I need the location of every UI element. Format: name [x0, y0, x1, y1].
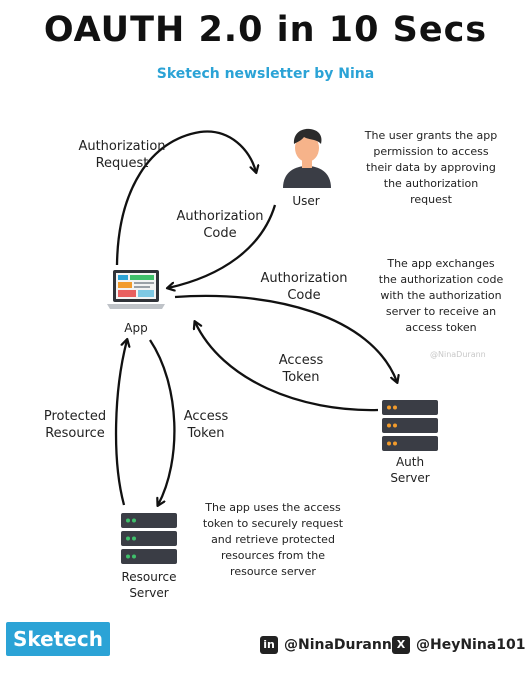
edge-label-line: Code — [287, 288, 321, 303]
resource-server-line-2: Server — [129, 586, 169, 600]
linkedin-icon: in — [260, 636, 278, 654]
node-auth-server-label: Auth Server — [370, 454, 450, 486]
note-line: The app uses the access — [205, 501, 341, 514]
resource-server-line-1: Resource — [121, 570, 177, 584]
user-icon — [283, 128, 331, 188]
note-line: permission to access — [373, 145, 489, 158]
linkedin-text: @NinaDurann — [284, 637, 392, 653]
resource-server-icon — [121, 513, 177, 564]
arrow-authorization-request — [115, 130, 256, 266]
x-handle[interactable]: X @HeyNina101 — [392, 636, 526, 654]
node-user-label: User — [292, 194, 320, 208]
note-line: request — [410, 193, 452, 206]
node-resource-server-label: Resource Server — [109, 569, 189, 601]
note-user: The user grants the app permission to ac… — [346, 128, 516, 208]
note-line: token to securely request — [202, 517, 344, 530]
note-auth-server: The app exchanges the authorization code… — [356, 256, 526, 336]
edge-protected-resource-label: Protected Resource — [30, 408, 120, 442]
edge-label-line: Authorization — [78, 139, 166, 154]
laptop-icon — [107, 270, 165, 309]
edge-label-line: Request — [95, 156, 149, 171]
note-line: server to receive an — [385, 305, 497, 318]
node-app-label: App — [124, 321, 148, 335]
edge-access-token-auth-label: Access Token — [256, 352, 346, 386]
auth-server-line-1: Auth — [395, 455, 425, 469]
note-line: access token — [405, 321, 477, 334]
edge-label-line: Token — [282, 370, 320, 385]
note-line: and retrieve protected — [211, 533, 335, 546]
note-line: with the authorization — [380, 289, 502, 302]
edge-label-line: Token — [187, 426, 225, 441]
x-icon: X — [392, 636, 410, 654]
edge-authorization-request-label: Authorization Request — [62, 138, 182, 172]
arrow-access-token-auth — [195, 322, 379, 412]
page-title: OAUTH 2.0 in 10 Secs — [43, 10, 488, 50]
edge-access-token-resource-label: Access Token — [166, 408, 246, 442]
edge-authorization-code-auth-label: Authorization Code — [244, 270, 364, 304]
brand-logo: Sketech — [6, 622, 110, 656]
subtitle: Sketech newsletter by Nina — [156, 66, 375, 82]
edge-label-line: Code — [203, 226, 237, 241]
arrow-authorization-code-auth — [174, 294, 397, 382]
auth-server-line-2: Server — [390, 471, 430, 485]
edge-label-line: Authorization — [176, 209, 264, 224]
edge-label-line: Access — [278, 353, 324, 368]
note-line: The user grants the app — [364, 129, 498, 142]
note-line: their data by approving — [366, 161, 496, 174]
note-line: resource server — [230, 565, 316, 578]
note-line: the authorization code — [378, 273, 504, 286]
linkedin-handle[interactable]: in @NinaDurann — [260, 636, 392, 654]
note-resource-server: The app uses the access token to securel… — [188, 500, 358, 580]
arrow-protected-resource — [114, 340, 127, 506]
arrow-access-token-resource — [149, 339, 176, 505]
edge-label-line: Resource — [45, 426, 105, 441]
edge-authorization-code-user-label: Authorization Code — [160, 208, 280, 242]
x-text: @HeyNina101 — [416, 637, 526, 653]
note-line: The app exchanges — [387, 257, 495, 270]
edge-label-line: Access — [183, 409, 229, 424]
edge-label-line: Authorization — [260, 271, 348, 286]
edge-label-line: Protected — [43, 409, 107, 424]
watermark: @NinaDurann — [430, 350, 486, 359]
auth-server-icon — [382, 400, 438, 451]
arrow-authorization-code-user — [168, 204, 277, 288]
note-line: resources from the — [221, 549, 325, 562]
note-line: the authorization — [383, 177, 479, 190]
